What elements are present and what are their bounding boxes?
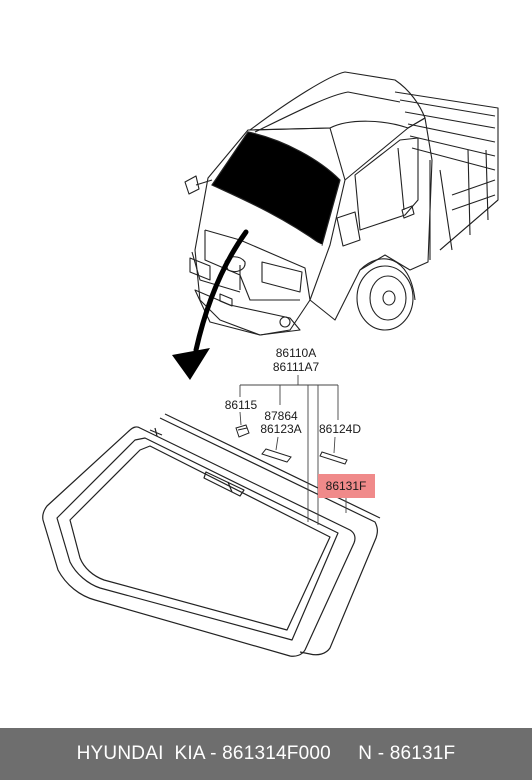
callout-molding-bottom: 86123A bbox=[260, 422, 301, 436]
callout-clip: 86115 bbox=[225, 398, 258, 412]
callout-molding-top: 87864 bbox=[264, 409, 298, 423]
molding-part bbox=[261, 448, 292, 463]
callout-highlight-box bbox=[318, 474, 375, 498]
footer-separator bbox=[331, 743, 358, 765]
part-number-footer: HYUNDAI KIA - 861314F000 N - 86131F bbox=[0, 728, 532, 780]
footer-brand-part-number: HYUNDAI KIA - 861314F000 bbox=[76, 743, 331, 764]
callout-dam: 86131F bbox=[326, 479, 367, 493]
windshield-parts-diagram: 86110A 86111A7 86115 87864 86123A 86124D… bbox=[42, 71, 499, 657]
installation-arrow bbox=[193, 229, 249, 353]
arrow-head bbox=[172, 348, 210, 380]
callout-main-top: 86110A bbox=[276, 346, 316, 360]
leader-lines bbox=[239, 375, 347, 525]
windshield-assembly bbox=[42, 413, 381, 657]
clip-part bbox=[235, 424, 250, 438]
truck-illustration bbox=[184, 71, 499, 336]
strip-part bbox=[319, 451, 348, 465]
footer-oem-number: N - 86131F bbox=[358, 743, 456, 764]
callout-strip: 86124D bbox=[319, 422, 361, 436]
truck-windshield bbox=[211, 131, 341, 246]
callout-main-bottom: 86111A7 bbox=[273, 360, 320, 374]
